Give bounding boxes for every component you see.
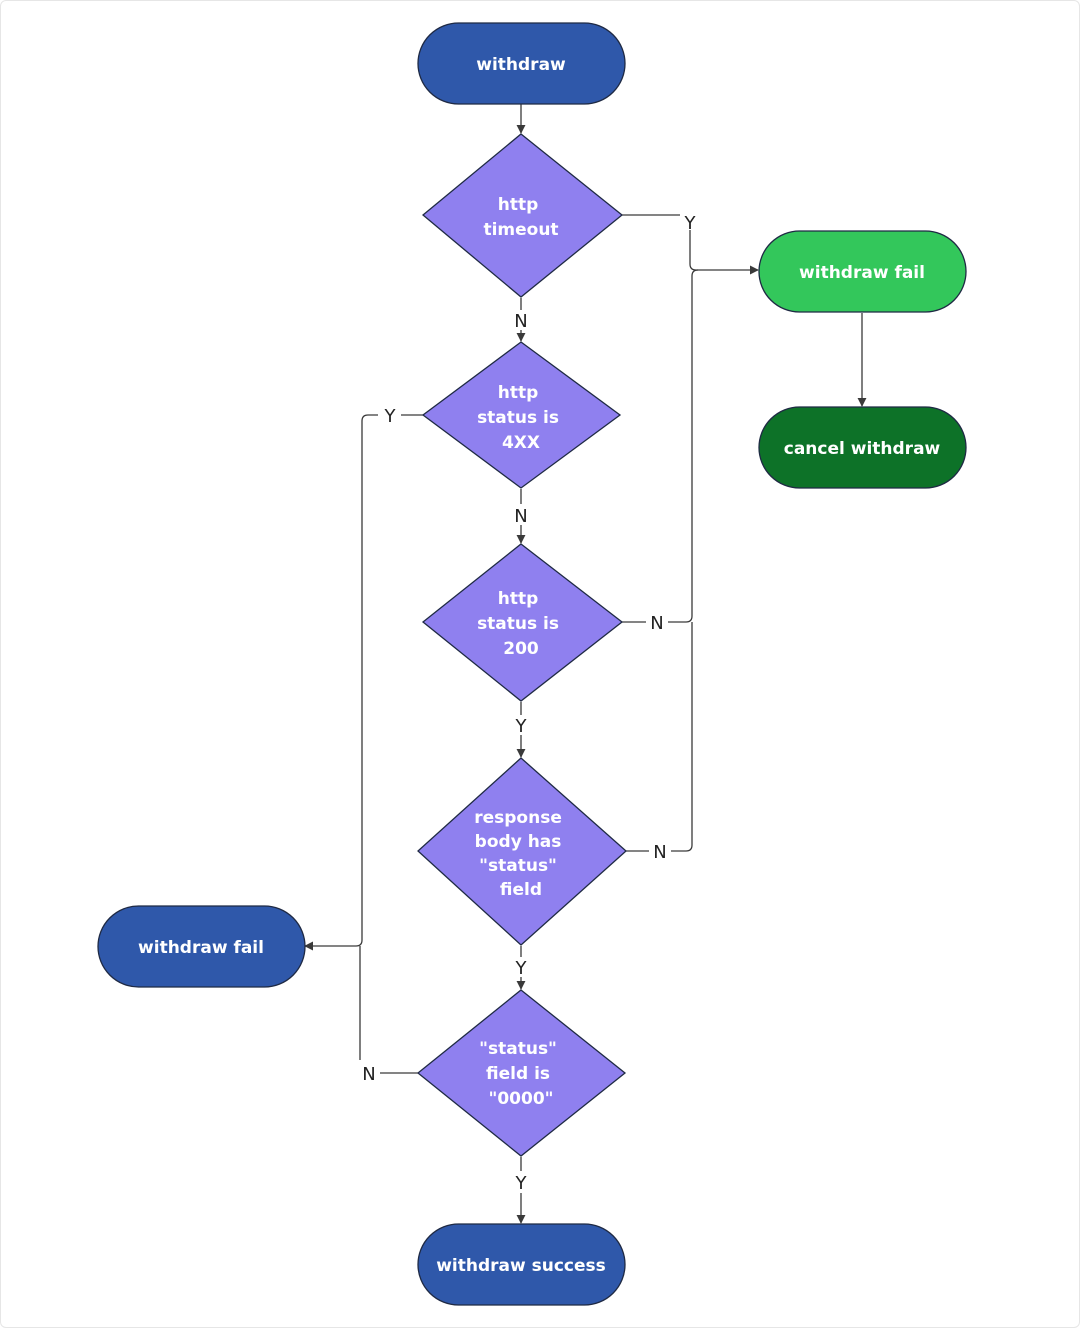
decision-line: body has	[475, 832, 562, 852]
terminal-shape	[417, 22, 626, 105]
decision-status-200[interactable]: http status is 200	[421, 543, 624, 702]
edge-statusfield-no	[626, 622, 693, 852]
decision-shape	[421, 133, 624, 298]
node-label: cancel withdraw	[784, 439, 941, 459]
label-0000-yes: Y	[515, 1173, 528, 1194]
decision-shape	[417, 757, 627, 946]
decision-line: "status"	[479, 856, 557, 876]
node-label: withdraw success	[436, 1256, 606, 1276]
edges	[305, 104, 867, 1223]
decision-line: field is	[486, 1064, 550, 1084]
node-label: withdraw fail	[799, 263, 925, 283]
decision-line: response	[474, 808, 562, 828]
decision-line: timeout	[483, 220, 558, 240]
decision-status-4xx[interactable]: http status is 4XX	[421, 341, 622, 489]
label-timeout-no: N	[514, 311, 527, 332]
node-label: withdraw	[476, 55, 566, 75]
node-start-withdraw[interactable]: withdraw	[417, 22, 626, 105]
edge-4xx-yes	[305, 414, 423, 946]
decision-line: "0000"	[488, 1089, 553, 1109]
decision-status-field[interactable]: response body has "status" field	[417, 757, 627, 946]
node-cancel-withdraw[interactable]: cancel withdraw	[758, 406, 967, 489]
node-withdraw-fail-left[interactable]: withdraw fail	[97, 905, 306, 988]
decision-line: http	[498, 383, 539, 403]
svg-text:"status" field is: "status" field is "0000"	[479, 1039, 563, 1109]
decision-line: status is	[477, 614, 559, 634]
decision-status-0000[interactable]: "status" field is "0000"	[416, 989, 627, 1157]
edge-labels: N Y N Y Y N Y N Y N	[362, 213, 696, 1194]
node-label: withdraw fail	[138, 938, 264, 958]
decision-line: status is	[477, 408, 559, 428]
decision-http-timeout[interactable]: http timeout	[421, 133, 624, 298]
label-timeout-yes: Y	[684, 213, 697, 234]
label-4xx-no: N	[514, 506, 527, 527]
node-withdraw-success[interactable]: withdraw success	[417, 1223, 626, 1306]
edge-200-no	[622, 269, 699, 623]
label-200-no: N	[650, 613, 663, 634]
decision-line: 200	[503, 639, 539, 659]
decision-line: http	[498, 589, 539, 609]
decision-line: 4XX	[502, 433, 540, 453]
label-0000-no: N	[362, 1064, 375, 1085]
label-statusfield-yes: Y	[515, 958, 528, 979]
svg-text:response body has: response body has "status" field	[474, 808, 568, 900]
terminal-shape	[758, 406, 967, 489]
node-withdraw-fail-right[interactable]: withdraw fail	[758, 230, 967, 313]
edge-0000-no	[359, 946, 418, 1074]
terminal-shape	[758, 230, 967, 313]
decision-shape	[421, 543, 624, 702]
decision-line: field	[500, 880, 542, 900]
decision-line: "status"	[479, 1039, 557, 1059]
decision-shape	[416, 989, 627, 1157]
decision-line: http	[498, 195, 539, 215]
label-statusfield-no: N	[653, 842, 666, 863]
terminal-shape	[417, 1223, 626, 1306]
label-4xx-yes: Y	[384, 406, 397, 427]
svg-text:http status is 200: http status is 200	[477, 589, 565, 659]
terminal-shape	[97, 905, 306, 988]
label-200-yes: Y	[515, 716, 528, 737]
svg-text:http status is 4XX: http status is 4XX	[477, 383, 565, 453]
svg-text:http timeout: http timeout	[483, 195, 558, 240]
decision-shape	[421, 341, 622, 489]
